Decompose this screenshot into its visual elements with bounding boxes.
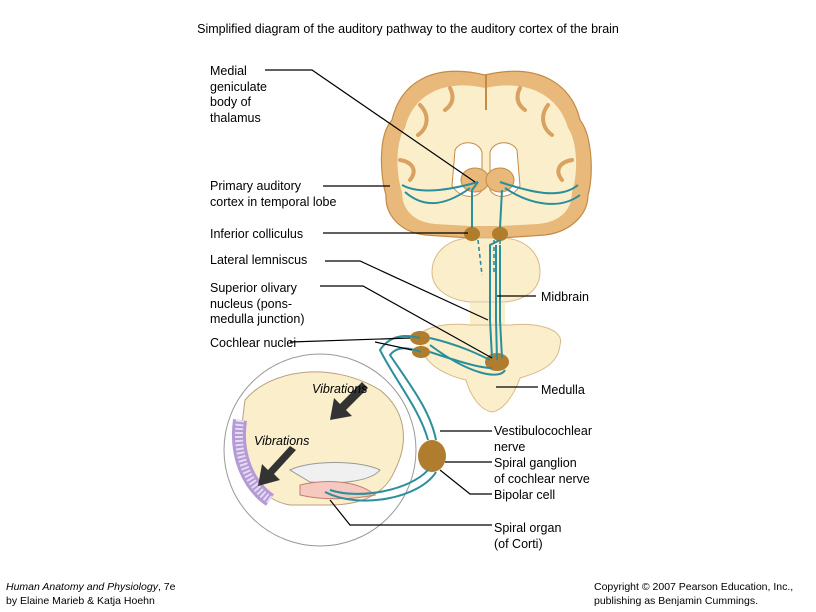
label-medulla: Medulla — [541, 383, 585, 397]
auditory-pathway — [324, 181, 581, 502]
label-vestibulocochlear-nerve: Vestibulocochlear nerve — [494, 424, 592, 454]
label-lateral-lemniscus: Lateral lemniscus — [210, 253, 308, 267]
leader-lines — [265, 69, 538, 526]
diagram-title: Simplified diagram of the auditory pathw… — [197, 22, 619, 36]
label-inferior-colliculus: Inferior colliculus — [210, 227, 304, 241]
label-superior-olivary: Superior olivary nucleus (pons- medulla … — [210, 281, 305, 326]
cochlea-section — [223, 353, 417, 547]
footer-authors: by Elaine Marieb & Katja Hoehn — [6, 595, 155, 607]
footer-copyright-line2: publishing as Benjamin Cummings. — [594, 595, 758, 607]
footer-book-citation: Human Anatomy and Physiology, 7e by Elai… — [6, 580, 175, 608]
vibration-arrow-icon — [330, 382, 368, 420]
footer-edition: , 7e — [157, 581, 176, 593]
spiral-ganglion — [418, 440, 446, 472]
vibration-arrow-icon — [258, 446, 296, 486]
cerebrum-section — [380, 70, 592, 239]
midbrain-section — [431, 227, 541, 303]
label-cochlear-nuclei: Cochlear nuclei — [210, 336, 297, 350]
footer-copyright-line1: Copyright © 2007 Pearson Education, Inc.… — [594, 581, 794, 593]
label-medial-geniculate: Medial geniculate body of thalamus — [210, 64, 267, 125]
footer-book-title: Human Anatomy and Physiology — [6, 581, 158, 593]
label-spiral-ganglion: Spiral ganglion of cochlear nerve — [494, 456, 590, 486]
label-vibrations-upper: Vibrations — [312, 382, 368, 396]
footer-copyright: Copyright © 2007 Pearson Education, Inc.… — [594, 580, 793, 608]
label-vibrations-lower: Vibrations — [254, 434, 310, 448]
label-bipolar-cell: Bipolar cell — [494, 488, 556, 502]
label-spiral-organ: Spiral organ (of Corti) — [494, 521, 562, 551]
label-primary-auditory-cortex: Primary auditory cortex in temporal lobe — [210, 179, 337, 209]
label-midbrain: Midbrain — [541, 290, 589, 304]
